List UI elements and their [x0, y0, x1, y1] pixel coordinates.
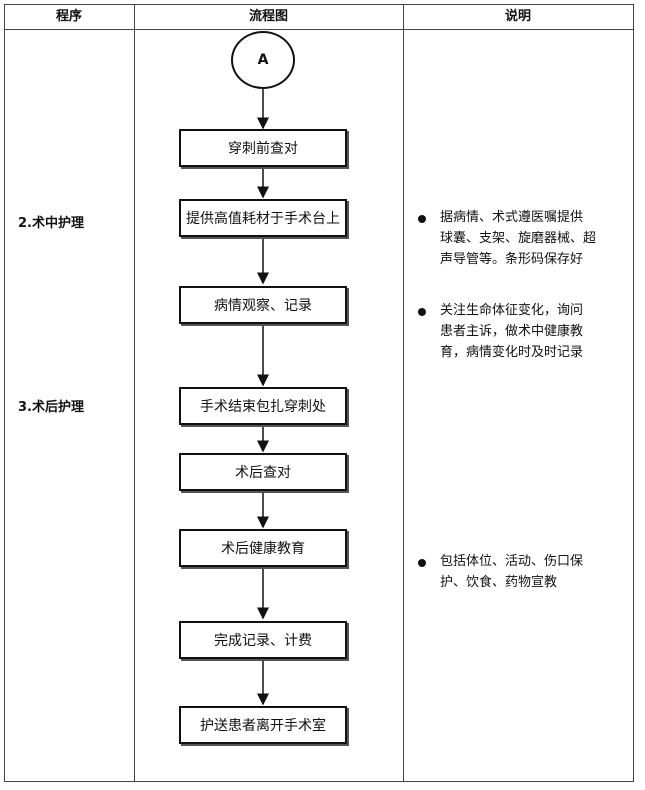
node-pre-puncture-check: 穿刺前查对 [179, 129, 347, 167]
start-connector-circle: A [231, 31, 295, 89]
header-procedure: 程序 [55, 9, 82, 24]
header-flowchart: 流程图 [248, 9, 288, 24]
header-divider [4, 29, 634, 30]
note-line: 声导管等。条形码保存好 [440, 252, 584, 267]
note-bullet [418, 559, 426, 567]
note-line: 据病情、术式遵医嘱提供 [440, 210, 584, 225]
step-intraop-care: 2.术中护理 [18, 216, 84, 231]
node-observe-record: 病情观察、记录 [179, 286, 347, 324]
table-right-border [633, 4, 634, 782]
table-left-border [4, 4, 5, 782]
note-line: 患者主诉，做术中健康教 [440, 324, 584, 339]
table-top-border [4, 4, 634, 5]
node-provide-consumables: 提供高值耗材于手术台上 [179, 199, 347, 237]
note-bullet [418, 215, 426, 223]
note-consumables: 据病情、术式遵医嘱提供 球囊、支架、旋磨器械、超 声导管等。条形码保存好 [440, 207, 596, 270]
note-line: 护、饮食、药物宣教 [440, 575, 558, 590]
table-bottom-border [4, 781, 634, 782]
node-bandage-puncture-site: 手术结束包扎穿刺处 [179, 387, 347, 425]
step-postop-care: 3.术后护理 [18, 400, 84, 415]
header-description: 说明 [504, 9, 531, 24]
note-bullet [418, 308, 426, 316]
column-divider-1 [134, 4, 135, 782]
column-divider-2 [403, 4, 404, 782]
node-escort-patient: 护送患者离开手术室 [179, 706, 347, 744]
note-observation: 关注生命体征变化，询问 患者主诉，做术中健康教 育，病情变化时及时记录 [440, 300, 583, 363]
note-line: 关注生命体征变化，询问 [440, 303, 584, 318]
node-postop-check: 术后查对 [179, 453, 347, 491]
note-education: 包括体位、活动、伤口保 护、饮食、药物宣教 [440, 551, 583, 593]
note-line: 球囊、支架、旋磨器械、超 [440, 231, 597, 246]
node-postop-education: 术后健康教育 [179, 529, 347, 567]
note-line: 育，病情变化时及时记录 [440, 345, 584, 360]
node-record-billing: 完成记录、计费 [179, 621, 347, 659]
note-line: 包括体位、活动、伤口保 [440, 554, 584, 569]
